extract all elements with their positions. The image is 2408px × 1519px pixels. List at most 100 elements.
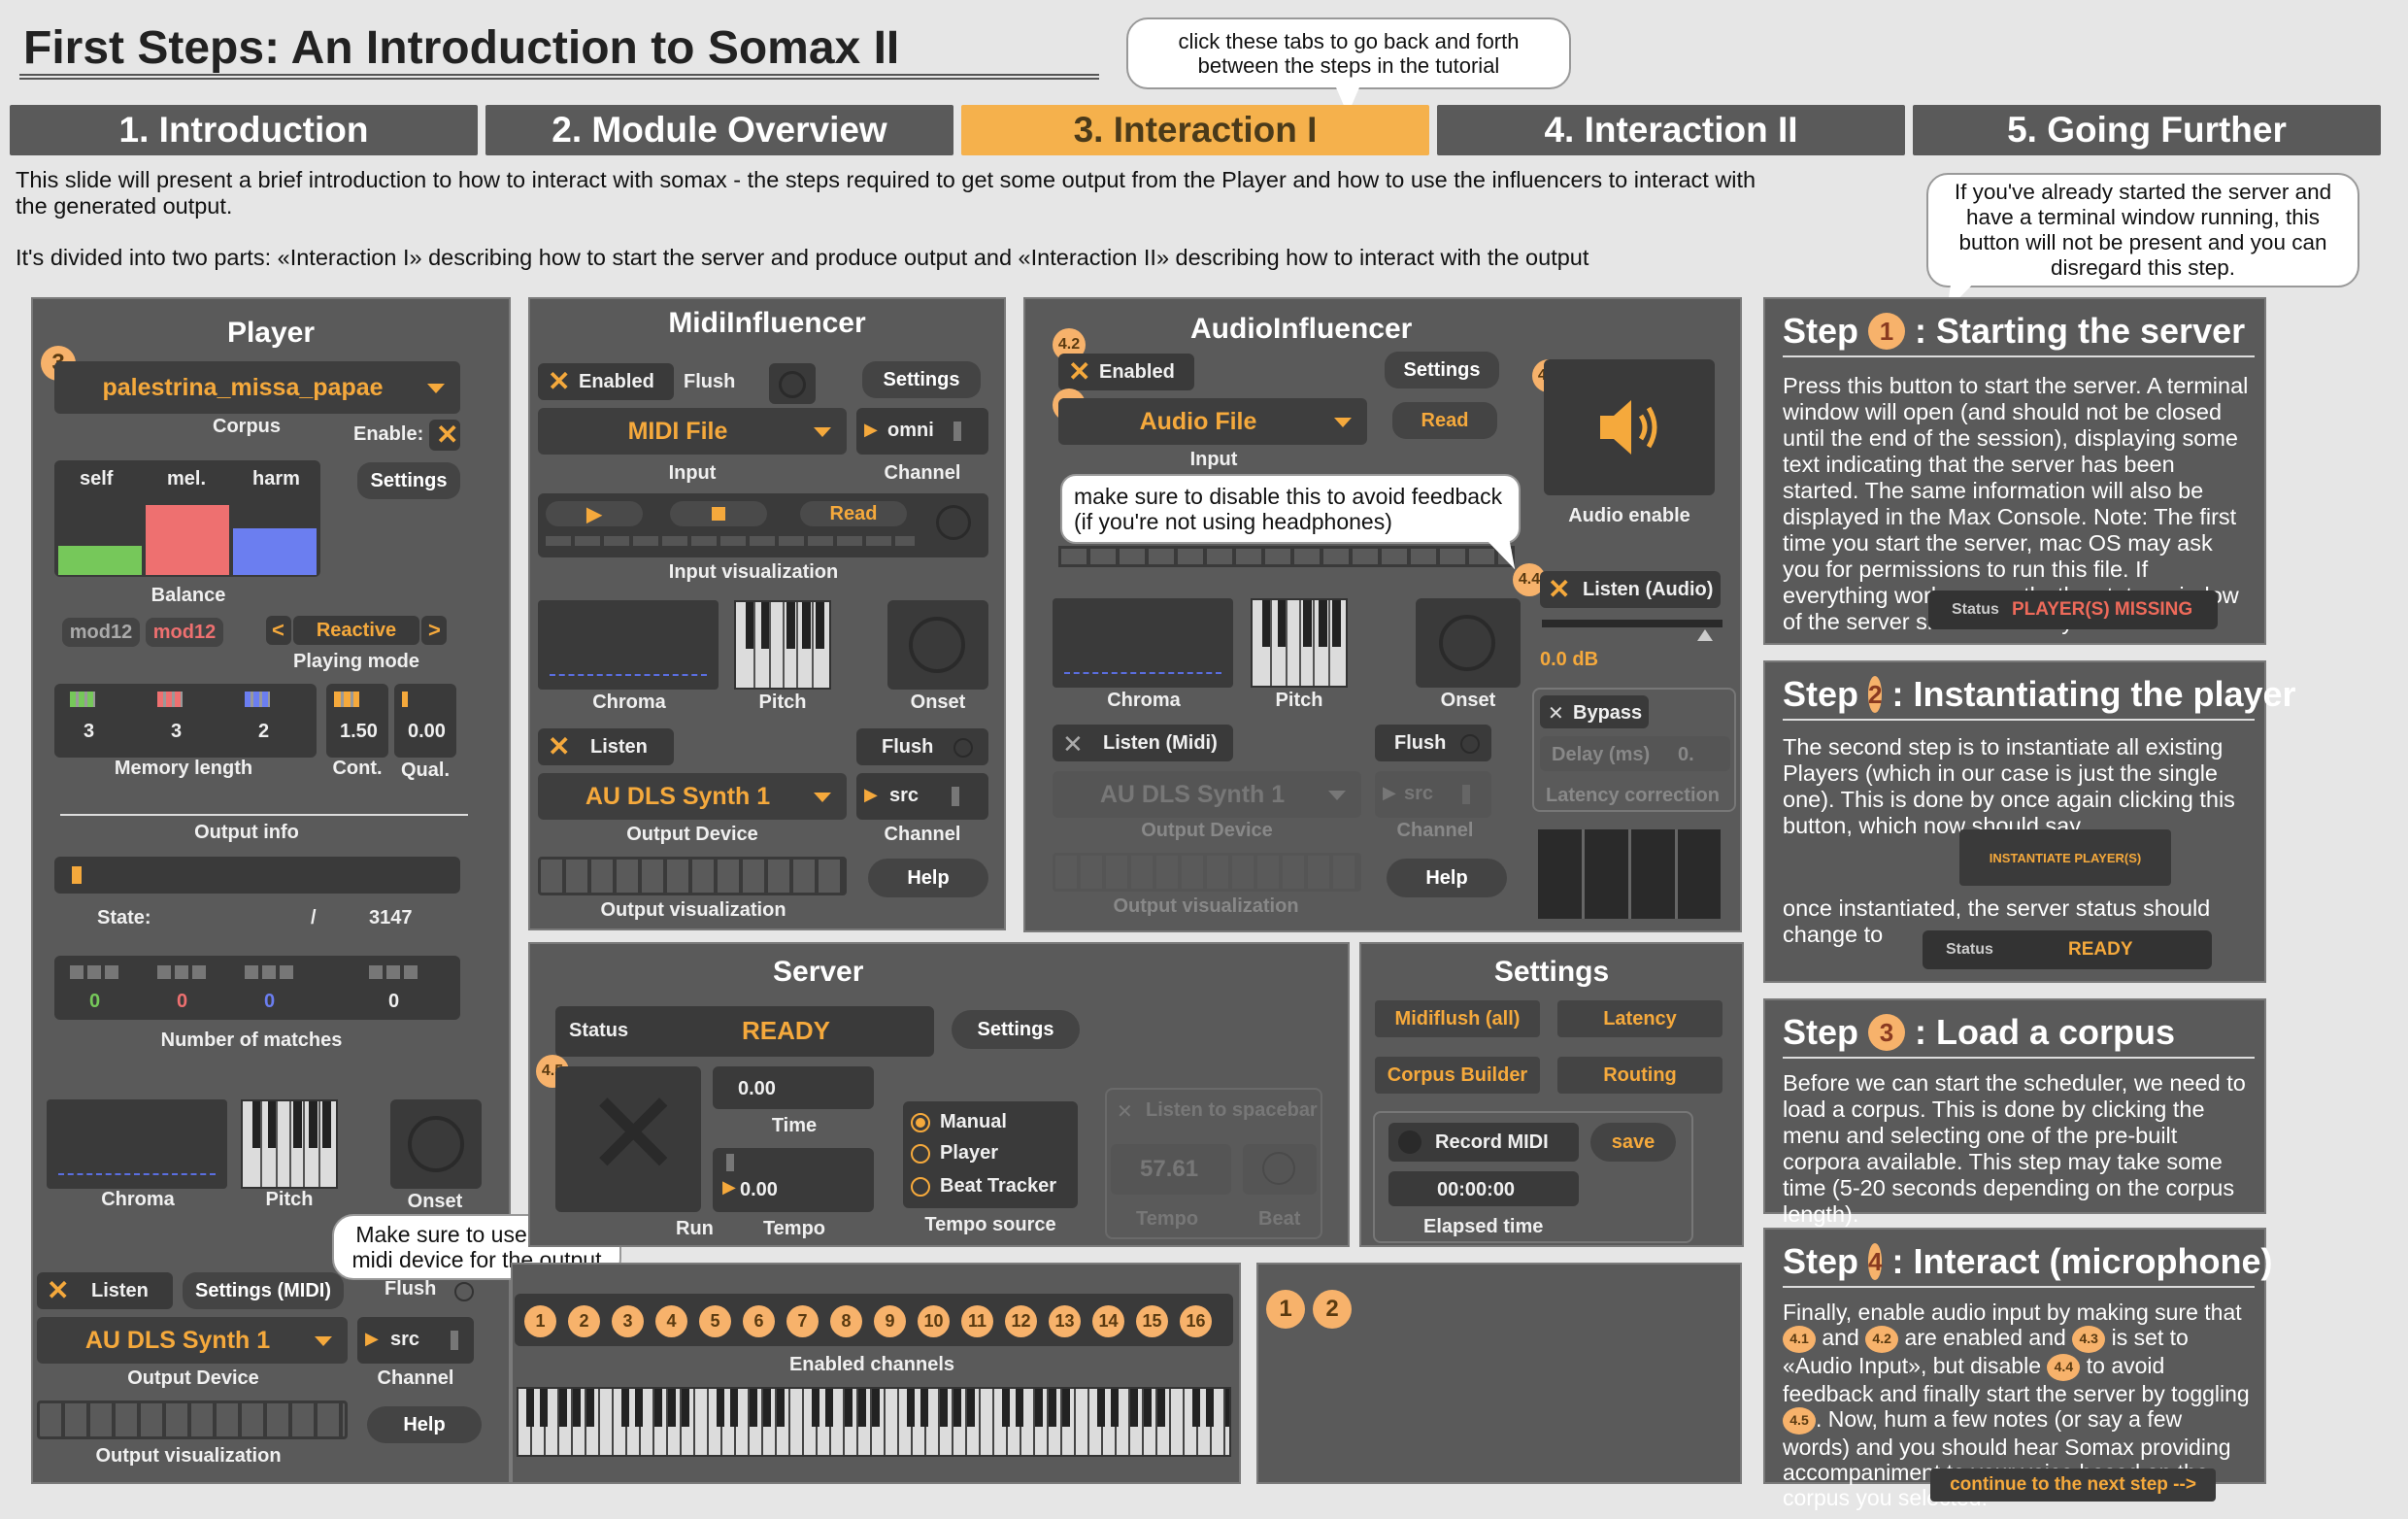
channel-button[interactable]: 14 (1092, 1305, 1124, 1337)
midi-help-button[interactable]: Help (868, 859, 988, 897)
channel-button[interactable]: 13 (1049, 1305, 1081, 1337)
radio-player[interactable] (911, 1144, 930, 1164)
channel-button[interactable]: 6 (743, 1305, 775, 1337)
play-button[interactable]: ▶ (546, 501, 643, 526)
audio-help-button[interactable]: Help (1387, 859, 1507, 897)
midi-pitch-label: Pitch (758, 692, 807, 713)
listen-midi-toggle[interactable]: ✕Listen (Midi) (1053, 725, 1233, 761)
settings-midi-button[interactable]: Settings (MIDI) (183, 1272, 344, 1309)
radio-manual[interactable] (911, 1113, 930, 1132)
midi-flush-button[interactable] (769, 363, 816, 404)
midi-listen-toggle[interactable]: ✕Listen (538, 728, 674, 765)
tab-interaction-ii[interactable]: 4. Interaction II (1437, 105, 1905, 155)
channel-button[interactable]: 4 (655, 1305, 687, 1337)
gain-slider[interactable] (1542, 620, 1722, 627)
time-number[interactable]: 0.00 (713, 1066, 874, 1109)
mod12-toggle-a[interactable]: mod12 (62, 618, 140, 647)
delay-number[interactable]: Delay (ms)0. (1540, 736, 1730, 771)
player-channel-menu[interactable]: ▶src (357, 1317, 474, 1364)
midiflush-all-button[interactable]: Midiflush (all) (1375, 1000, 1540, 1037)
mode-next-button[interactable]: > (421, 616, 447, 645)
routing-button[interactable]: Routing (1557, 1057, 1722, 1094)
mode-display: Reactive (293, 616, 419, 645)
player-settings-button[interactable]: Settings (357, 462, 460, 499)
tab-interaction-i[interactable]: 3. Interaction I (961, 105, 1429, 155)
player-help-button[interactable]: Help (367, 1406, 482, 1443)
audio-channel-menu[interactable]: ▶src (1375, 771, 1491, 818)
listen-audio-toggle[interactable]: ✕Listen (Audio) (1540, 571, 1721, 608)
listen-toggle[interactable]: ✕Listen (37, 1272, 173, 1309)
bpm-number[interactable]: 57.61 (1111, 1144, 1231, 1195)
server-settings-button[interactable]: Settings (952, 1010, 1080, 1049)
midi-input-menu[interactable]: MIDI File (538, 408, 847, 455)
latency-box (1532, 688, 1736, 812)
channel-button[interactable]: 15 (1136, 1305, 1168, 1337)
audio-output-device-menu[interactable]: AU DLS Synth 1 (1053, 771, 1361, 818)
midi-channel-menu[interactable]: ▶omni (856, 408, 988, 455)
qual-number[interactable]: 0.00 (394, 684, 456, 758)
balance-harm-bar[interactable] (233, 528, 317, 575)
radio-beat[interactable] (911, 1177, 930, 1197)
instantiate-players-button[interactable]: INSTANTIATE PLAYER(S) (1959, 829, 2171, 886)
step-4-text: to avoid feedback and finally start the … (1783, 1352, 2250, 1406)
memory-box: 3 3 2 (54, 684, 317, 758)
channel-button[interactable]: 5 (699, 1305, 731, 1337)
record-midi-button[interactable]: Record MIDI (1388, 1123, 1579, 1162)
channel-button[interactable]: 1 (524, 1305, 556, 1337)
tempo-number[interactable]: ▶0.00 (713, 1148, 874, 1212)
midi-onset (887, 600, 988, 690)
audio-settings-button[interactable]: Settings (1385, 352, 1499, 388)
mod12-toggle-b[interactable]: mod12 (146, 618, 223, 647)
channel-button[interactable]: 12 (1005, 1305, 1037, 1337)
audio-read-button[interactable]: Read (1392, 402, 1497, 439)
balance-mel-bar[interactable] (146, 505, 229, 575)
tab-going-further[interactable]: 5. Going Further (1913, 105, 2381, 155)
audio-enable-button[interactable] (1544, 359, 1715, 495)
midi-enabled-toggle[interactable]: ✕Enabled (538, 363, 674, 400)
mem-harm-value[interactable]: 2 (258, 721, 270, 742)
player-1-button[interactable]: 1 (1266, 1290, 1305, 1329)
run-toggle[interactable]: ✕ (555, 1066, 701, 1212)
player-2-button[interactable]: 2 (1313, 1290, 1352, 1329)
cont-number[interactable]: 1.50 (326, 684, 388, 758)
audio-enabled-toggle[interactable]: ✕Enabled (1058, 354, 1194, 390)
latency-button[interactable]: Latency (1557, 1000, 1722, 1037)
mem-self-icon (70, 692, 95, 707)
gain-slider-thumb (1697, 629, 1713, 641)
player-output-device-menu[interactable]: AU DLS Synth 1 (37, 1317, 348, 1364)
midi-flush2-button[interactable]: Flush (856, 728, 988, 765)
midi-out-channel-label: Channel (884, 824, 961, 845)
mem-self-value[interactable]: 3 (84, 721, 95, 742)
mode-prev-button[interactable]: < (266, 616, 291, 645)
channel-button[interactable]: 8 (830, 1305, 862, 1337)
step-title: : Instantiating the player (1891, 674, 2296, 714)
stop-button[interactable] (670, 501, 767, 526)
audio-flush-button[interactable]: Flush (1375, 725, 1491, 761)
midi-settings-button[interactable]: Settings (862, 361, 981, 398)
step-4-text: and (1822, 1324, 1859, 1350)
radio-beat-label: Beat Tracker (940, 1175, 1057, 1197)
output-info-slider[interactable] (54, 857, 460, 894)
bypass-toggle[interactable]: ✕Bypass (1540, 695, 1649, 728)
midi-output-device-menu[interactable]: AU DLS Synth 1 (538, 773, 847, 820)
channel-button[interactable]: 10 (918, 1305, 950, 1337)
corpus-builder-button[interactable]: Corpus Builder (1375, 1057, 1540, 1094)
mem-mel-value[interactable]: 3 (171, 721, 183, 742)
channel-button[interactable]: 11 (961, 1305, 993, 1337)
channel-button[interactable]: 16 (1180, 1305, 1212, 1337)
tab-introduction[interactable]: 1. Introduction (10, 105, 478, 155)
channel-button[interactable]: 9 (874, 1305, 906, 1337)
balance-self-bar[interactable] (58, 546, 142, 575)
next-step-button[interactable]: continue to the next step --> (1930, 1468, 2216, 1502)
tab-module-overview[interactable]: 2. Module Overview (485, 105, 953, 155)
flush-label[interactable]: Flush (385, 1278, 437, 1300)
corpus-menu[interactable]: palestrina_missa_papae (54, 361, 460, 414)
audio-input-menu[interactable]: Audio File (1058, 398, 1367, 445)
channel-button[interactable]: 7 (786, 1305, 819, 1337)
midi-out-channel-menu[interactable]: ▶src (856, 773, 988, 820)
channel-button[interactable]: 2 (568, 1305, 600, 1337)
save-button[interactable]: save (1590, 1123, 1676, 1162)
channel-button[interactable]: 3 (612, 1305, 644, 1337)
midi-read-button[interactable]: Read (800, 501, 907, 526)
enable-toggle[interactable]: ✕ (429, 420, 460, 451)
